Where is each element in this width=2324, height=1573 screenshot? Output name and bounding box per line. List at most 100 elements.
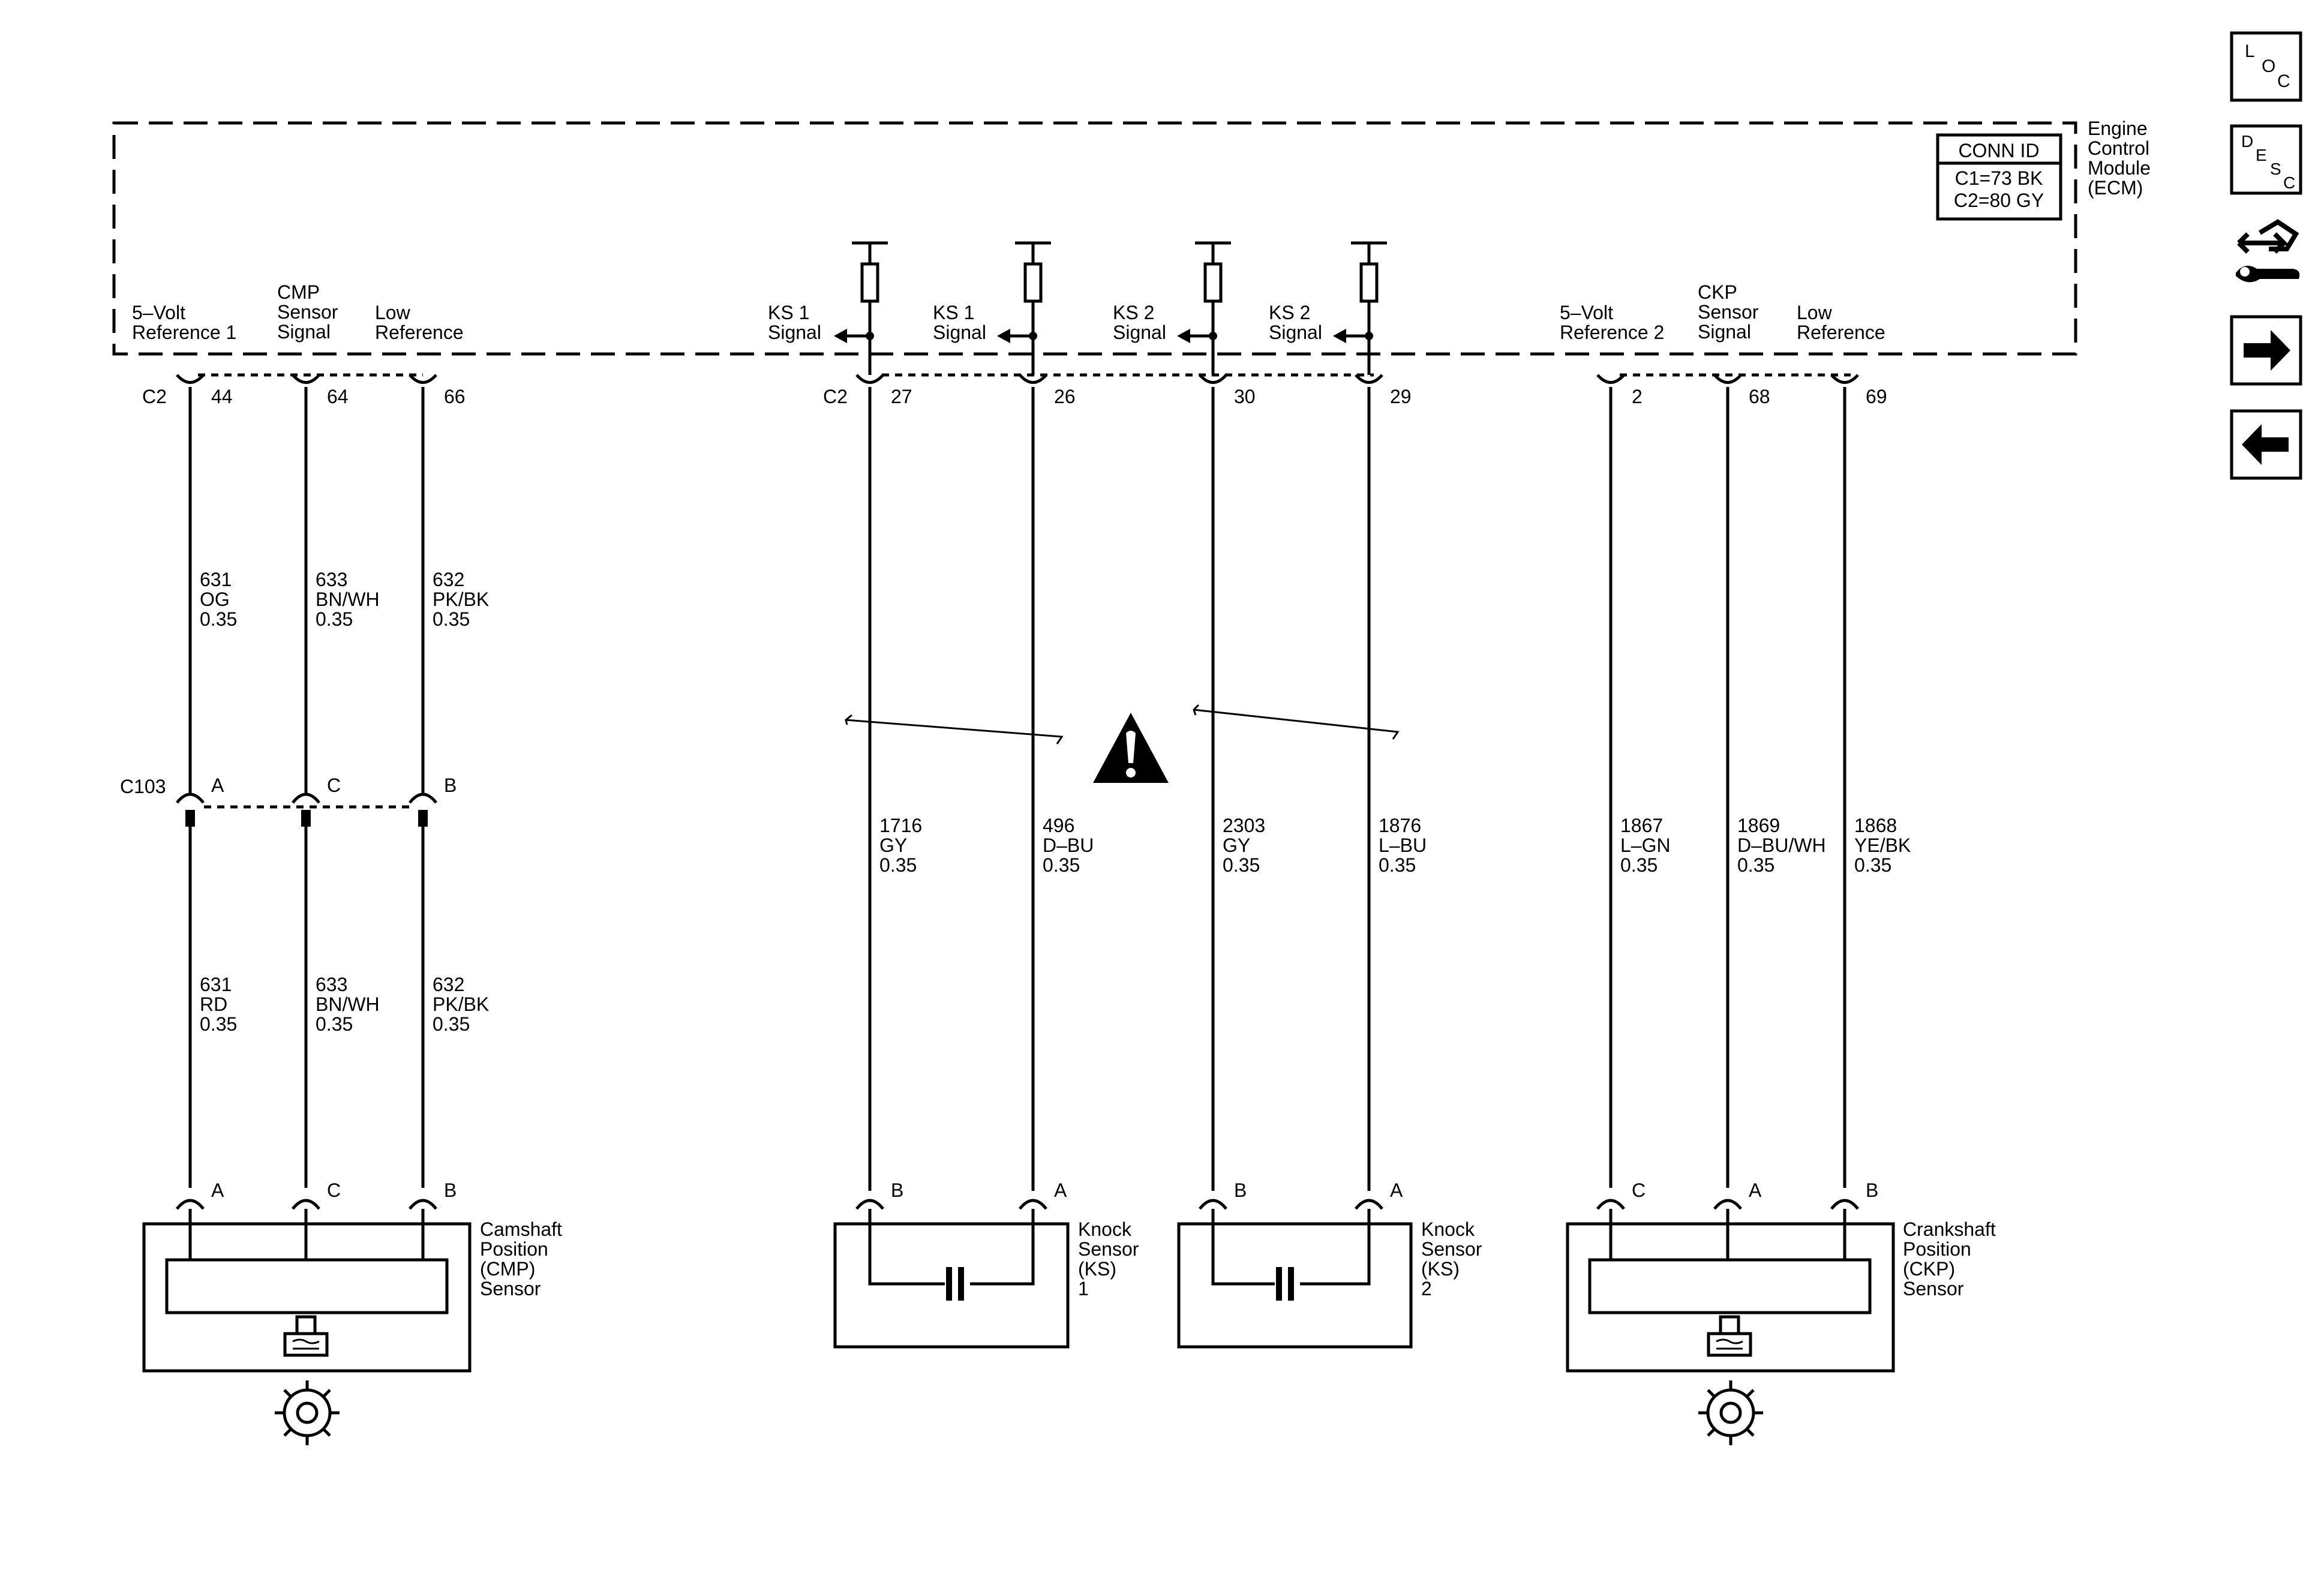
inline-pin-label: C [327,775,341,796]
wire-gauge: 0.35 [200,1013,237,1035]
wire-gauge: 0.35 [200,608,237,630]
ecm-pin-number: 29 [1390,386,1412,407]
sensor-label: (KS) [1421,1258,1460,1280]
wire-color: GY [879,834,907,856]
wire-color: D–BU/WH [1737,834,1826,856]
location-button[interactable]: L O C [2230,31,2302,102]
wire-color: L–GN [1620,834,1671,856]
ecm-name-line: (ECM) [2088,177,2143,199]
ks-bias-circuits [834,241,1387,375]
conn-id-title: CONN ID [1958,140,2039,161]
desc-letter: D [2241,132,2253,151]
func-label: KS 2 [1113,302,1154,323]
wire-color: GY [1223,834,1250,856]
previous-button[interactable] [2230,409,2302,480]
sensor-pin-label: A [211,1179,224,1201]
func-label: Sensor [1698,301,1759,323]
ecm-connector-label: C2 [142,386,167,407]
ks-wires: 1716 GY 0.35 496 D–BU 0.35 2303 GY 0.35 … [845,387,1427,1191]
wire-gauge: 0.35 [1379,854,1416,876]
wire-color: YE/BK [1854,834,1911,856]
ecm-module: Engine Control Module (ECM) CONN ID C1=7… [112,118,2151,356]
sensor-pin-label: A [1054,1179,1067,1201]
func-label: Reference 1 [132,322,236,343]
inline-pin-label: B [444,775,457,796]
sensor-pin-label: B [444,1179,457,1201]
connector-service-button[interactable] [2233,216,2302,288]
wire-circuit: 632 [433,569,464,590]
ckp-sensor: Crankshaft Position (CKP) Sensor [1566,1209,1996,1445]
sensor-pin-label: B [1866,1179,1878,1201]
sensor-label: Camshaft [480,1218,562,1240]
wire-color: OG [200,589,230,610]
wire-circuit: 2303 [1223,815,1265,836]
sensor-label: Sensor [1421,1238,1482,1260]
knock-sensor-2: Knock Sensor (KS) 2 [1177,1209,1482,1349]
knock-sensor-1: Knock Sensor (KS) 1 [833,1209,1139,1349]
wire-color: BN/WH [316,993,380,1015]
wire-circuit: 633 [316,569,347,590]
ecm-pin-number: 66 [444,386,466,407]
conn-id-box: CONN ID C1=73 BK C2=80 GY [1936,133,2062,221]
ecm-pin-number: 69 [1866,386,1887,407]
sensor-label: Sensor [1078,1238,1139,1260]
sensor-label: (CMP) [480,1258,535,1280]
arrow-right-icon [2244,330,2290,371]
cmp-sensor: Camshaft Position (CMP) Sensor [142,1209,562,1445]
func-label: Low [1797,302,1833,323]
inline-connector-label: C103 [120,776,166,797]
sensor-pin-label: B [891,1179,903,1201]
wire-gauge: 0.35 [316,1013,353,1035]
sensor-label: (CKP) [1903,1258,1955,1280]
ecm-pin-number: 2 [1632,386,1643,407]
ecm-name-line: Control [2088,137,2149,159]
func-label: CMP [277,281,320,303]
inline-pin-label: A [211,775,224,796]
sensor-pin-label: A [1390,1179,1403,1201]
ecm-name-line: Module [2088,157,2151,179]
next-button[interactable] [2230,315,2302,386]
ecm-connector-label: C2 [823,386,848,407]
ecm-pin-number: 27 [891,386,912,407]
func-label: Reference 2 [1560,322,1664,343]
wire-color: D–BU [1043,834,1094,856]
func-label: KS 1 [768,302,809,323]
ecm-pin-number: 26 [1054,386,1076,407]
wire-circuit: 1716 [879,815,922,836]
gear-icon [275,1380,340,1445]
func-label: KS 1 [933,302,974,323]
wire-gauge: 0.35 [1223,854,1260,876]
wire-circuit: 496 [1043,815,1074,836]
loc-letter: L [2245,41,2255,61]
wire-circuit: 1869 [1737,815,1780,836]
description-button[interactable]: D E S C [2230,124,2302,195]
wire-circuit: 632 [433,974,464,995]
warning-icon [1093,713,1169,783]
ecm-pin-number: 64 [327,386,349,407]
inline-connector-c103: C103 A C B [120,775,457,827]
gear-icon [1698,1380,1763,1445]
sensor-label: Knock [1078,1218,1132,1240]
ecm-pins: 44 64 66 27 26 30 29 2 68 69 [176,374,1887,407]
sensor-pin-label: A [1749,1179,1762,1201]
wire-gauge: 0.35 [1854,854,1891,876]
wire-color: PK/BK [433,993,489,1015]
wire-gauge: 0.35 [433,608,470,630]
ecm-connector-row: C2 C2 [142,373,1851,407]
wire-color: L–BU [1379,834,1427,856]
function-labels: 5–Volt Reference 1 CMP Sensor Signal Low… [132,281,1885,343]
conn-id-line: C2=80 GY [1954,190,2044,211]
sensor-label: Sensor [480,1278,541,1299]
magnetic-pickup-icon [1707,1315,1752,1357]
loc-letter: C [2277,71,2290,91]
wire-gauge: 0.35 [316,608,353,630]
func-label: 5–Volt [132,302,185,323]
sensor-label: 1 [1078,1278,1089,1299]
cmp-wires: 631 OG 0.35 633 BN/WH 0.35 632 PK/BK 0.3… [188,387,489,1188]
func-label: 5–Volt [1560,302,1613,323]
func-label: KS 2 [1269,302,1310,323]
wire-gauge: 0.35 [879,854,917,876]
wire-circuit: 1867 [1620,815,1663,836]
sensor-pins: A C B B A B A C A B [176,1179,1878,1210]
